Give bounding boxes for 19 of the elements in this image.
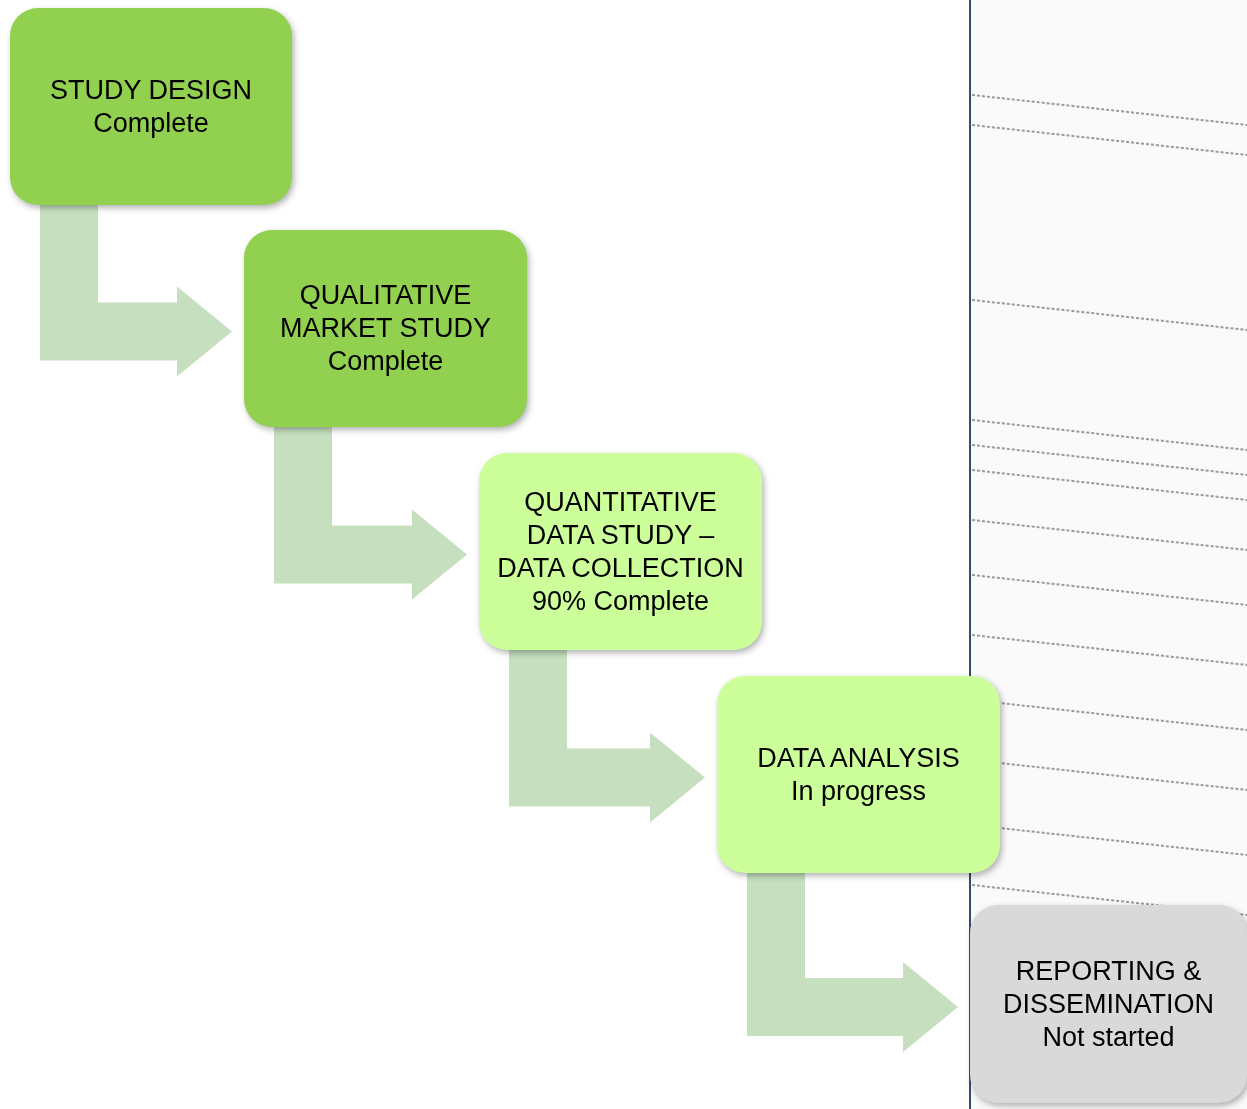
process-box <box>10 8 292 205</box>
stage-title: REPORTING & DISSEMINATION <box>1002 954 1215 1021</box>
arrow <box>747 873 958 1052</box>
stage-status: In progress <box>790 774 927 808</box>
stage-title: QUALITATIVE MARKET STUDY <box>279 279 492 345</box>
arrow <box>40 205 232 377</box>
stage-title: QUANTITATIVE DATA STUDY – DATA COLLECTION <box>496 485 745 585</box>
process-box <box>970 905 1247 1103</box>
stage-title: STUDY DESIGN <box>49 73 252 107</box>
arrow <box>509 650 705 823</box>
stage-status: Complete <box>327 345 444 378</box>
stage-status: Not started <box>1042 1020 1175 1054</box>
process-box <box>244 230 527 427</box>
stage-status: 90% Complete <box>531 584 710 618</box>
process-box <box>479 453 762 650</box>
arrow <box>274 427 467 600</box>
process-box <box>717 676 1000 873</box>
stage-title: DATA ANALYSIS <box>757 741 960 775</box>
stage-status: Complete <box>93 106 209 140</box>
